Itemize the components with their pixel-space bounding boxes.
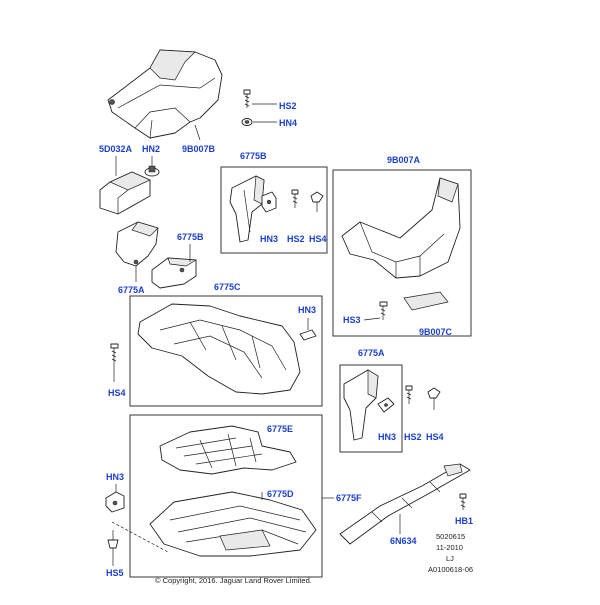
dashed-link — [111, 521, 169, 553]
callout-hn2: HN2 — [142, 144, 161, 154]
callout-hs2-box-a: HS2 — [404, 432, 422, 442]
callout-hn3-c: HN3 — [298, 305, 317, 315]
ref-initials: LJ — [446, 554, 454, 563]
fixing-hb1 — [459, 493, 467, 510]
callout-6775a-box: 6775A — [358, 348, 385, 358]
callout-hb1: HB1 — [455, 516, 474, 526]
fixing-hn2 — [144, 156, 160, 177]
callout-hs4-box-a: HS4 — [426, 432, 444, 442]
box-6775d-6775e — [129, 414, 334, 578]
callout-5d032a: 5D032A — [99, 144, 133, 154]
fixing-hs5 — [107, 530, 119, 566]
part-9b007b-illustration — [107, 49, 223, 141]
fixing-hn3-left — [105, 484, 125, 513]
fixing-hs2-top — [243, 89, 277, 108]
callout-hn3-box-b: HN3 — [260, 234, 279, 244]
part-6775a-left-illustration — [115, 221, 159, 282]
part-6775b-mid-illustration — [151, 244, 198, 289]
part-6n634-illustration — [339, 463, 471, 545]
box-6775b — [220, 166, 328, 254]
part-5d032a-illustration — [99, 156, 151, 215]
callout-9b007c: 9B007C — [419, 327, 453, 337]
box-6775c — [129, 295, 323, 407]
callout-hs4-box-b: HS4 — [309, 234, 327, 244]
callout-6775b-box: 6775B — [240, 151, 267, 161]
callout-6775d: 6775D — [267, 489, 294, 499]
callout-hs3: HS3 — [343, 315, 361, 325]
callout-6775a-left: 6775A — [118, 285, 145, 295]
callout-hs2-box-b: HS2 — [287, 234, 305, 244]
callout-hs2-top: HS2 — [279, 101, 297, 111]
ref-number: A0100618-06 — [428, 565, 474, 574]
callout-hn4-top: HN4 — [279, 118, 298, 128]
callout-6775f: 6775F — [336, 493, 362, 503]
box-9b007a — [332, 169, 472, 337]
box-6775a — [339, 364, 441, 453]
ref-date: 11-2010 — [436, 543, 463, 552]
fixing-hs4-left — [110, 343, 119, 382]
callout-hs4-left: HS4 — [108, 388, 126, 398]
fixing-hn4-top — [241, 118, 277, 126]
copyright: © Copyright, 2016. Jaguar Land Rover Lim… — [155, 576, 312, 585]
callout-6n634: 6N634 — [390, 536, 417, 546]
callout-9b007b: 9B007B — [182, 144, 216, 154]
callout-9b007a: 9B007A — [387, 155, 421, 165]
callout-6775b-mid: 6775B — [177, 232, 204, 242]
callout-hn3-box-a: HN3 — [378, 432, 397, 442]
callout-hs5: HS5 — [106, 568, 124, 578]
callout-hn3-left: HN3 — [106, 472, 125, 482]
callout-6775e: 6775E — [267, 424, 294, 434]
callout-6775c: 6775C — [214, 282, 241, 292]
ref-code: 5020615 — [436, 532, 466, 541]
